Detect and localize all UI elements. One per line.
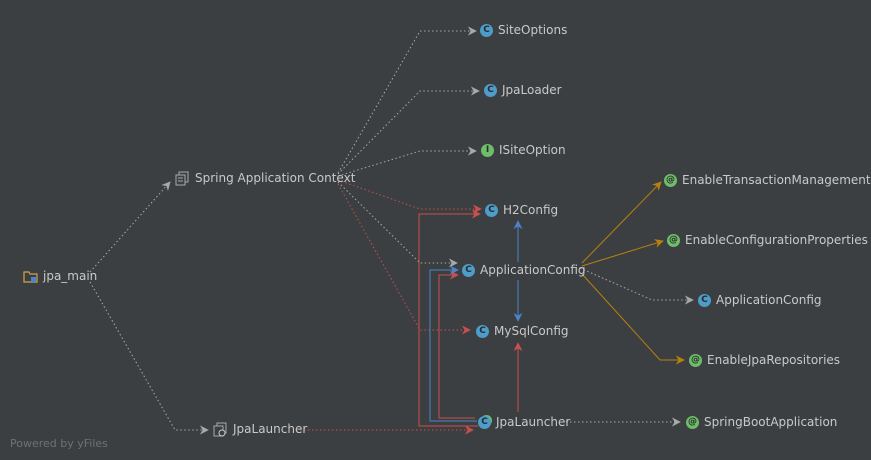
node-label: EnableJpaRepositories	[707, 353, 841, 367]
node-label: Spring Application Context	[195, 171, 356, 185]
class-icon: C	[484, 83, 497, 97]
class-icon: C	[462, 263, 475, 277]
node-mysql-config[interactable]: C MySqlConfig	[476, 324, 569, 338]
node-jpa-main[interactable]: jpa_main	[22, 269, 97, 283]
class-icon: C	[485, 203, 498, 217]
spring-context-icon	[174, 171, 190, 185]
node-label: EnableConfigurationProperties	[685, 233, 868, 247]
node-site-options[interactable]: C SiteOptions	[480, 23, 567, 37]
edge-launcher-to-appconfig	[438, 270, 475, 419]
node-jpa-launcher[interactable]: C JpaLauncher	[478, 415, 570, 429]
node-label: EnableTransactionManagement	[682, 173, 871, 187]
interface-icon: I	[481, 143, 494, 157]
edge-appconfig-to-enablejparepos	[581, 273, 685, 365]
node-label: jpa_main	[43, 269, 98, 283]
edge-launcher-to-appconfig-blue	[429, 265, 477, 422]
edge-main-to-launcher	[89, 281, 209, 435]
node-application-config-right[interactable]: C ApplicationConfig	[698, 293, 822, 307]
edge-main-to-context	[89, 181, 171, 273]
node-label: H2Config	[503, 203, 559, 217]
edge-context-to-mysqlconfig	[337, 183, 471, 335]
node-jpa-launcher-left[interactable]: JpaLauncher	[212, 422, 307, 436]
edge-context-to-isiteoption	[337, 146, 477, 177]
class-icon: C	[698, 293, 711, 307]
launcher-icon	[212, 422, 228, 436]
annotation-icon: @	[664, 173, 677, 187]
class-icon: C	[476, 324, 489, 338]
node-enable-configuration-properties[interactable]: @ EnableConfigurationProperties	[667, 233, 868, 247]
node-spring-application-context[interactable]: Spring Application Context	[174, 171, 355, 185]
edge-appconfig-to-enabletx	[581, 181, 662, 264]
annotation-icon: @	[667, 233, 680, 247]
edge-launcher-to-h2config	[418, 209, 481, 427]
module-folder-icon	[22, 269, 38, 283]
edge-appconfig-to-appconfig-right	[579, 267, 694, 305]
node-jpa-loader[interactable]: C JpaLoader	[484, 83, 562, 97]
edge-context-to-siteoptions	[337, 26, 477, 174]
node-h2-config[interactable]: C H2Config	[485, 203, 558, 217]
node-label: ApplicationConfig	[480, 263, 586, 277]
node-isite-option[interactable]: I ISiteOption	[481, 143, 566, 157]
node-application-config[interactable]: C ApplicationConfig	[462, 263, 586, 277]
annotation-icon: @	[689, 353, 702, 367]
node-label: SpringBootApplication	[704, 415, 838, 429]
node-spring-boot-application[interactable]: @ SpringBootApplication	[686, 415, 837, 429]
node-label: JpaLauncher	[233, 422, 308, 436]
node-label: MySqlConfig	[494, 324, 569, 338]
node-label: ISiteOption	[499, 143, 566, 157]
annotation-icon: @	[686, 415, 699, 429]
class-icon: C	[480, 23, 493, 37]
node-label: JpaLoader	[502, 83, 562, 97]
node-label: SiteOptions	[498, 23, 568, 37]
node-enable-jpa-repositories[interactable]: @ EnableJpaRepositories	[689, 353, 840, 367]
launcher-class-icon: C	[478, 415, 491, 429]
node-label: ApplicationConfig	[716, 293, 822, 307]
edge-context-to-h2config	[337, 179, 482, 214]
edge-appconfig-to-enableconfigprops	[581, 239, 664, 267]
edge-context-to-jpaloader	[337, 86, 480, 175]
edge-context-to-appconfig	[337, 181, 458, 268]
node-enable-transaction-management[interactable]: @ EnableTransactionManagement	[664, 173, 871, 187]
node-label: JpaLauncher	[496, 415, 571, 429]
powered-by-label: Powered by yFiles	[10, 437, 108, 450]
